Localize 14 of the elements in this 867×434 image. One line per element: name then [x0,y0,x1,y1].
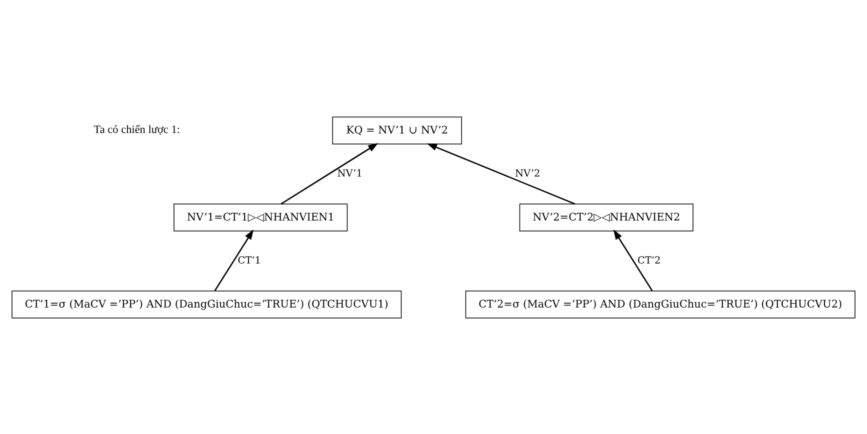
node-box: NV’2=CT’2▷◁NHANVIEN2 [519,203,694,231]
arrow [613,228,653,291]
arrow [214,228,254,291]
edge-label: CT’2 [637,255,661,266]
edge-label: NV’2 [515,168,540,180]
arrow [280,142,378,204]
label: Ta có chiến lược 1: [94,124,180,136]
node-box: CT’1=σ (MaCV =’PP’) AND (DangGiuChuc=’TRUE’) (QTCHUCVU1) [12,290,402,318]
edge-label: CT’1 [238,255,262,266]
node-box: CT’2=σ (MaCV =’PP’) AND (DangGiuChuc=’TRUE’) (QTCHUCVU2) [465,290,856,318]
edge-label: NV’1 [337,168,362,180]
arrow [426,142,576,204]
node-box: NV’1=CT’1▷◁NHANVIEN1 [174,203,348,231]
node-box: KQ = NV’1 ∪ NV’2 [332,116,462,144]
